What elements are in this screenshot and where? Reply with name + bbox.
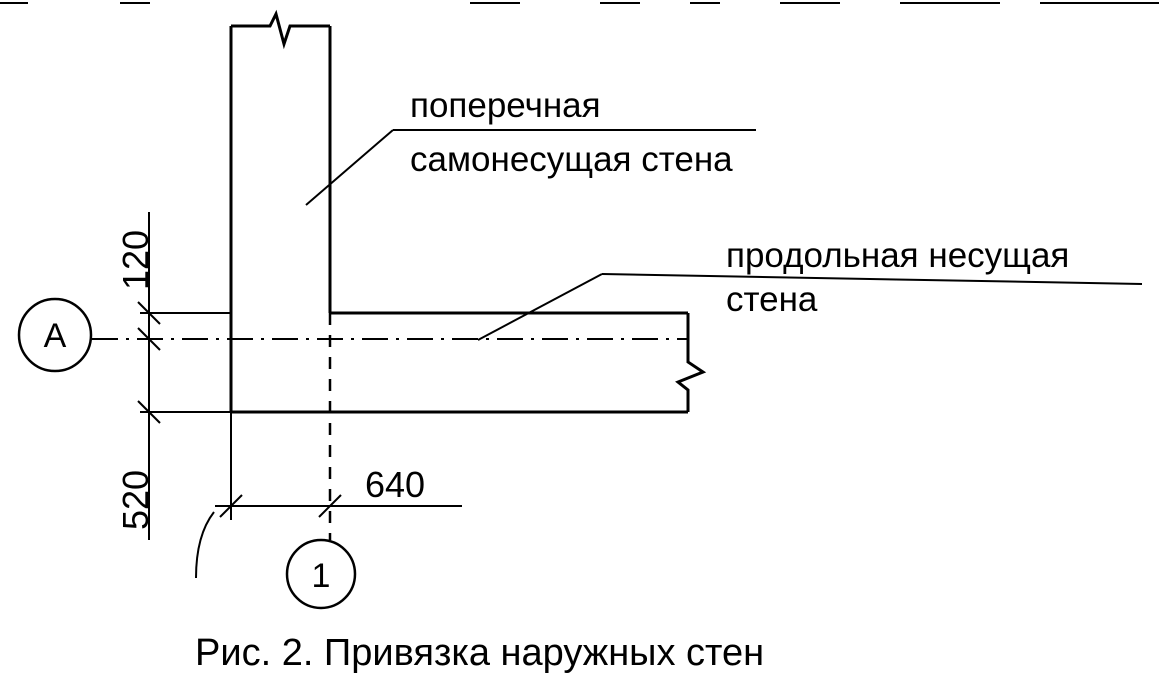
horizontal-dimension-line	[195, 412, 462, 579]
transverse-wall	[229, 9, 332, 412]
longitudinal-wall-label-line2: стена	[726, 280, 818, 319]
dimension-120-label: 120	[115, 230, 156, 290]
figure-caption: Рис. 2. Привязка наружных стен	[195, 632, 764, 674]
transverse-wall-leader	[305, 129, 756, 206]
longitudinal-wall-label-line1: продольная несущая	[726, 236, 1069, 275]
axis-marker-a-label: A	[44, 317, 67, 355]
transverse-wall-label-line2: самонесущая стена	[410, 140, 733, 179]
top-cutoff-text	[0, 0, 1159, 6]
dimension-640-label: 640	[365, 464, 425, 505]
axis-marker-1-label: 1	[312, 557, 331, 595]
vertical-dimension-line	[137, 212, 231, 540]
transverse-wall-label-line1: поперечная	[410, 86, 601, 125]
axis-marker-1: 1	[285, 538, 357, 610]
longitudinal-wall-leader	[477, 273, 1143, 341]
longitudinal-wall	[231, 311, 707, 414]
dimension-520-label: 520	[115, 470, 156, 530]
axis-marker-a: A	[17, 297, 93, 373]
